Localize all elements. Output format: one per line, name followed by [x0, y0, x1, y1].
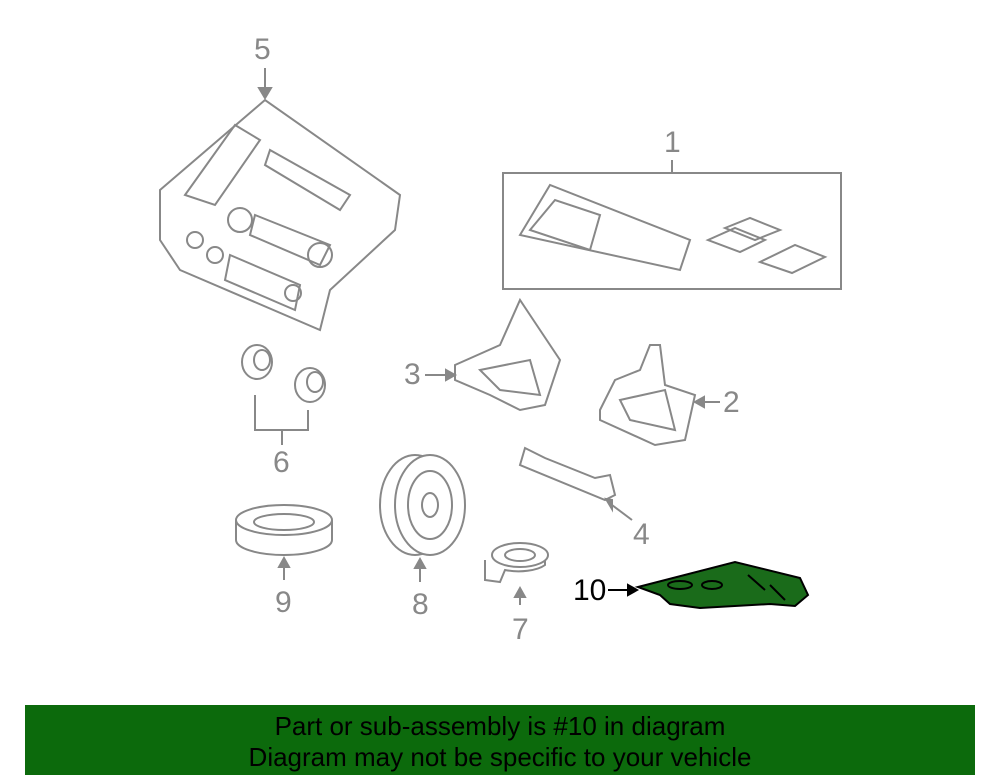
banner-line-2: Diagram may not be specific to your vehi…: [248, 742, 752, 772]
part-2-bracket[interactable]: [599, 344, 720, 447]
callout-4: 4: [633, 518, 650, 551]
callout-6: 6: [273, 446, 290, 479]
callout-7: 7: [512, 613, 529, 646]
part-5-audio-panel[interactable]: [159, 68, 402, 332]
callout-3: 3: [404, 358, 421, 391]
info-banner: Part or sub-assembly is #10 in diagram D…: [25, 705, 975, 775]
part-1-kit-box[interactable]: [502, 160, 842, 290]
part-6-knobs[interactable]: [241, 344, 326, 445]
banner-line-1: Part or sub-assembly is #10 in diagram: [274, 711, 726, 741]
part-7-tweeter[interactable]: [484, 542, 549, 605]
part-3-bracket[interactable]: [425, 297, 562, 412]
callout-10: 10: [573, 574, 607, 607]
part-4-rail[interactable]: [518, 446, 633, 521]
callout-1: 1: [664, 126, 681, 159]
callout-8: 8: [412, 588, 429, 621]
callout-9: 9: [275, 586, 292, 619]
callout-5: 5: [254, 33, 271, 66]
part-9-speaker[interactable]: [235, 504, 333, 580]
part-10-highlighted[interactable]: [608, 560, 810, 610]
part-8-speaker[interactable]: [379, 454, 466, 582]
callout-2: 2: [723, 386, 740, 419]
